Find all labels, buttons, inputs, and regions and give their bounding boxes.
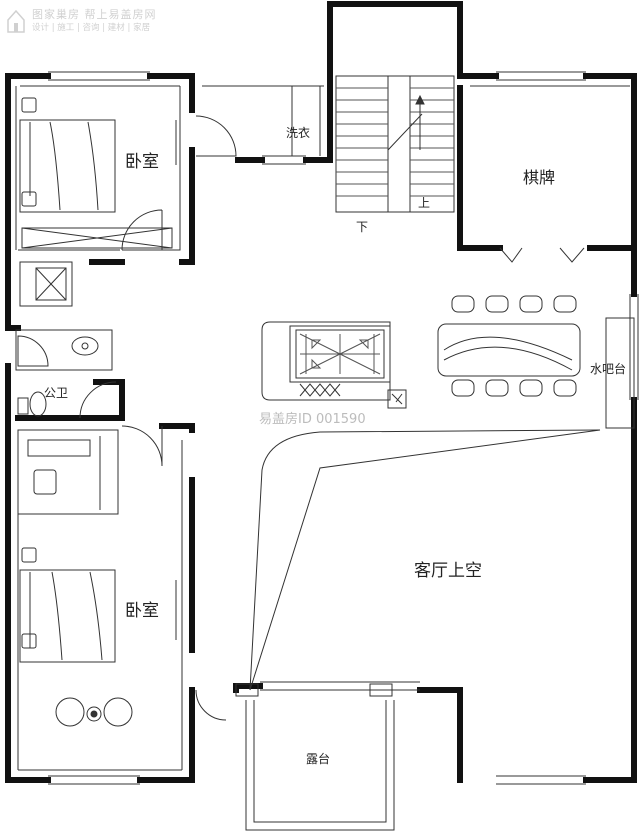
stair-label-up: 上 [418,196,431,210]
logo-title: 图家巢房 帮上易盖房网 [32,8,157,21]
room-label-bedroom-top: 卧室 [125,152,159,172]
room-label-public-bath: 公卫 [44,386,69,400]
stair-label-down: 下 [356,220,369,234]
logo-subtitle: 设计 | 施工 | 咨询 | 建材 | 家居 [32,23,151,33]
room-label-living-void: 客厅上空 [414,561,482,581]
room-label-bedroom-bottom: 卧室 [125,601,159,621]
room-label-terrace: 露台 [306,752,331,766]
room-label-chess: 棋牌 [523,168,556,187]
room-label-bar-counter: 水吧台 [590,362,627,376]
watermark: 易盖房ID 001590 [259,412,366,427]
room-label-laundry: 洗衣 [286,126,311,140]
house-logo-icon [7,9,25,33]
walls [5,1,637,783]
thin-lines [15,71,639,831]
site-logo: 图家巢房 帮上易盖房网 设计 | 施工 | 咨询 | 建材 | 家居 [6,6,176,36]
